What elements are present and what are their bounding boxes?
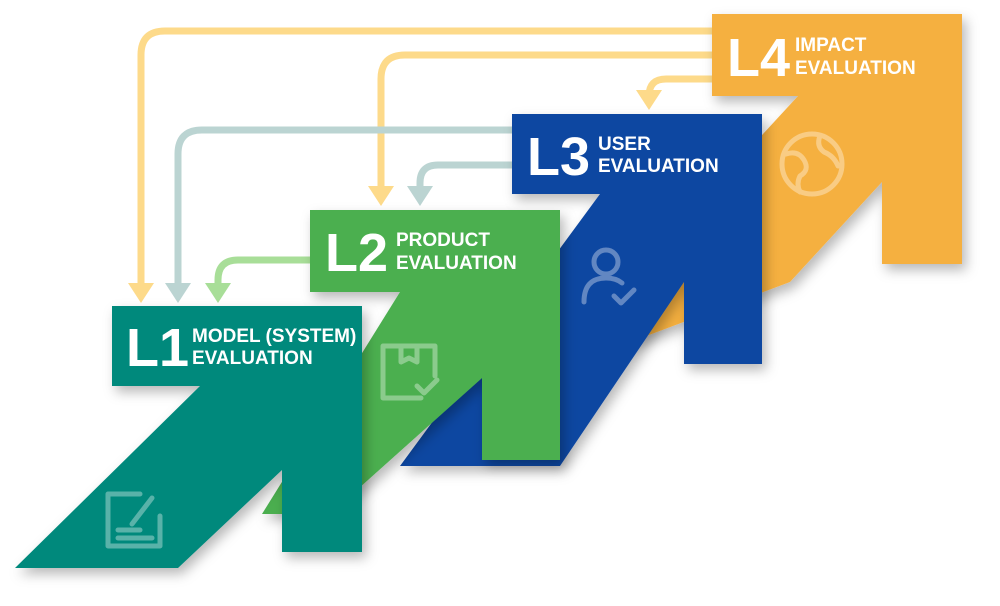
connector-l4-to-l1 <box>137 27 720 283</box>
level-l1-label: L1 <box>126 318 189 378</box>
level-l3-label: L3 <box>527 127 590 187</box>
level-l2-title-line1: PRODUCT <box>396 230 490 251</box>
level-l1-arrow <box>15 306 362 568</box>
edit-document-icon <box>105 491 163 549</box>
level-l4-title-line2: EVALUATION <box>795 58 916 79</box>
connector-l3-to-l1 <box>174 126 520 283</box>
arrowhead-l3-to-l2 <box>407 186 433 206</box>
level-l1-title-line1: MODEL (SYSTEM) <box>192 326 356 347</box>
feedback-connectors <box>128 27 720 303</box>
globe-icon <box>779 131 845 197</box>
level-l2-title-line2: EVALUATION <box>396 253 517 274</box>
arrowhead-l4-to-l3 <box>636 90 662 110</box>
connector-l2-to-l1 <box>214 256 318 284</box>
product-box-check-icon <box>380 343 440 401</box>
arrowhead-l4-to-l1 <box>128 283 154 303</box>
level-l3-title-line2: EVALUATION <box>598 156 719 177</box>
level-l4-label: L4 <box>727 28 790 88</box>
user-check-icon <box>581 247 637 306</box>
level-l4-title-line1: IMPACT <box>795 35 867 56</box>
level-l1-step: L1 MODEL (SYSTEM) EVALUATION <box>15 306 362 568</box>
connector-l3-to-l2 <box>416 161 520 187</box>
connector-l4-to-l2 <box>377 51 720 186</box>
level-l3-title-line1: USER <box>598 134 651 155</box>
level-l2-label: L2 <box>325 223 388 283</box>
arrowhead-l4-to-l2 <box>368 186 394 206</box>
arrowhead-l2-to-l1 <box>205 283 231 303</box>
arrowhead-l3-to-l1 <box>165 283 191 303</box>
level-l1-title-line2: EVALUATION <box>192 348 313 369</box>
